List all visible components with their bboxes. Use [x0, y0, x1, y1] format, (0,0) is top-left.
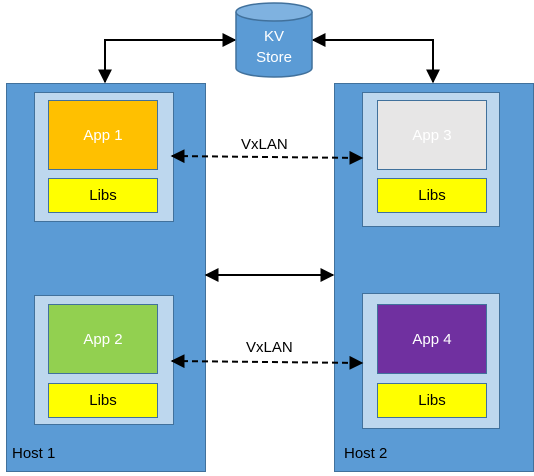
vxlan-bottom-link: [170, 354, 364, 370]
libs-app-1: Libs: [48, 178, 158, 213]
kv-store-label-line-1: KV: [264, 28, 284, 45]
kv-to-host-2-arrow: [311, 33, 440, 84]
vxlan-label-bottom: VxLAN: [246, 339, 293, 356]
database-cylinder-icon: KV Store: [235, 2, 313, 78]
host-1-label: Host 1: [12, 445, 56, 462]
app-4-label: App 4: [412, 330, 452, 348]
app-2-box: App 2: [48, 304, 158, 374]
app-1-label: App 1: [83, 126, 123, 144]
app-3-box: App 3: [377, 100, 487, 170]
libs-app-4: Libs: [377, 383, 487, 418]
vxlan-label-top: VxLAN: [241, 136, 288, 153]
libs-label: Libs: [89, 392, 117, 409]
app-1-box: App 1: [48, 100, 158, 170]
kv-to-host-1-arrow: [98, 33, 237, 84]
libs-label: Libs: [418, 392, 446, 409]
host-2-label: Host 2: [344, 445, 388, 462]
app-3-label: App 3: [412, 126, 452, 144]
libs-app-2: Libs: [48, 383, 158, 418]
kv-store-label-line-2: Store: [256, 49, 292, 66]
app-2-label: App 2: [83, 330, 123, 348]
app-4-box: App 4: [377, 304, 487, 374]
libs-app-3: Libs: [377, 178, 487, 213]
vxlan-top-link: [170, 149, 364, 165]
libs-label: Libs: [89, 187, 117, 204]
libs-label: Libs: [418, 187, 446, 204]
